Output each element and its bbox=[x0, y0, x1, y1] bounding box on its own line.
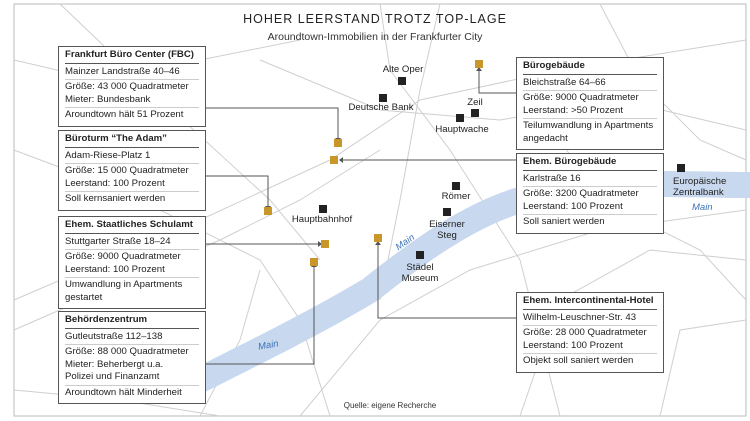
property-marker-the-adam[interactable] bbox=[264, 207, 272, 215]
landmark-marker-zeil bbox=[471, 109, 479, 117]
property-name: Behördenzentrum bbox=[65, 314, 199, 329]
landmark-label: Hauptwache bbox=[435, 124, 489, 135]
property-detail: Teilumwandlung in Apartments angedacht bbox=[523, 120, 654, 144]
landmark-label: Eiserner Steg bbox=[429, 219, 465, 241]
landmark-label: Römer bbox=[441, 191, 471, 202]
property-detail: Größe: 15 000 Quadratmeter Leerstand: 10… bbox=[65, 164, 199, 192]
property-detail: Größe: 3200 Quadratmeter Leerstand: 100 … bbox=[523, 187, 657, 215]
landmark-label: Zeil bbox=[467, 97, 483, 108]
property-detail: Größe: 9000 Quadratmeter Leerstand: 100 … bbox=[65, 250, 199, 278]
river-label: Main bbox=[692, 202, 713, 213]
landmark-marker-roemer bbox=[452, 182, 460, 190]
property-detail: Aroundtown hält 51 Prozent bbox=[65, 109, 184, 120]
property-detail: Größe: 28 000 Quadratmeter Leerstand: 10… bbox=[523, 326, 657, 354]
property-box-fbc: Frankfurt Büro Center (FBC)Mainzer Lands… bbox=[58, 46, 206, 127]
property-detail: Größe: 88 000 Quadratmeter Mieter: Beher… bbox=[65, 345, 199, 386]
landmark-label: Europäische Zentralbank bbox=[673, 176, 727, 198]
landmark-label: Hauptbahnhof bbox=[291, 214, 353, 225]
property-detail: Soll saniert werden bbox=[523, 216, 605, 227]
property-detail: Objekt soll saniert werden bbox=[523, 355, 634, 366]
landmark-marker-ezb bbox=[677, 164, 685, 172]
landmark-marker-hauptwache bbox=[456, 114, 464, 122]
landmark-marker-staedel bbox=[416, 251, 424, 259]
connectors bbox=[206, 70, 516, 365]
property-detail: Wilhelm-Leuschner-Str. 43 bbox=[523, 311, 657, 326]
property-name: Ehem. Intercontinental-Hotel bbox=[523, 295, 657, 310]
map-subtitle: Aroundtown-Immobilien in der Frankfurter… bbox=[267, 31, 483, 43]
property-name: Frankfurt Büro Center (FBC) bbox=[65, 49, 199, 64]
property-marker-intercontinental[interactable] bbox=[374, 234, 382, 242]
landmark-label: Deutsche Bank bbox=[348, 102, 414, 113]
landmark-label: Städel Museum bbox=[401, 262, 439, 284]
property-marker-schulamt[interactable] bbox=[321, 240, 329, 248]
landmark-marker-deutsche-bank bbox=[379, 94, 387, 102]
landmark-marker-hauptbahnhof bbox=[319, 205, 327, 213]
property-detail: Größe: 43 000 Quadratmeter Mieter: Bunde… bbox=[65, 80, 199, 108]
property-marker-fbc[interactable] bbox=[334, 139, 342, 147]
map-title: HOHER LEERSTAND TROTZ TOP-LAGE bbox=[243, 12, 507, 26]
property-detail: Bleichstraße 64–66 bbox=[523, 76, 657, 91]
property-name: Büroturm “The Adam” bbox=[65, 133, 199, 148]
property-name: Bürogebäude bbox=[523, 60, 657, 75]
landmark-label: Alte Oper bbox=[382, 64, 424, 75]
property-detail: Umwandlung in Apartments gestartet bbox=[65, 279, 183, 303]
landmark-marker-alte-oper bbox=[398, 77, 406, 85]
property-name: Ehem. Staatliches Schulamt bbox=[65, 219, 199, 234]
property-detail: Mainzer Landstraße 40–46 bbox=[65, 65, 199, 80]
property-marker-behoerdenzentrum[interactable] bbox=[310, 258, 318, 266]
property-detail: Gutleutstraße 112–138 bbox=[65, 330, 199, 345]
property-name: Ehem. Bürogebäude bbox=[523, 156, 657, 171]
property-detail: Adam-Riese-Platz 1 bbox=[65, 149, 199, 164]
landmark-marker-eiserner-steg bbox=[443, 208, 451, 216]
property-detail: Soll kernsaniert werden bbox=[65, 193, 166, 204]
property-marker-buerogebaeude[interactable] bbox=[475, 60, 483, 68]
property-detail: Stuttgarter Straße 18–24 bbox=[65, 235, 199, 250]
source-note: Quelle: eigene Recherche bbox=[343, 401, 437, 410]
property-marker-ehem-buerogebaeude[interactable] bbox=[330, 156, 338, 164]
property-detail: Größe: 9000 Quadratmeter Leerstand: >50 … bbox=[523, 91, 657, 119]
property-detail: Aroundtown hält Minderheit bbox=[65, 386, 182, 398]
property-detail: Karlstraße 16 bbox=[523, 172, 657, 187]
river-main bbox=[194, 170, 750, 392]
